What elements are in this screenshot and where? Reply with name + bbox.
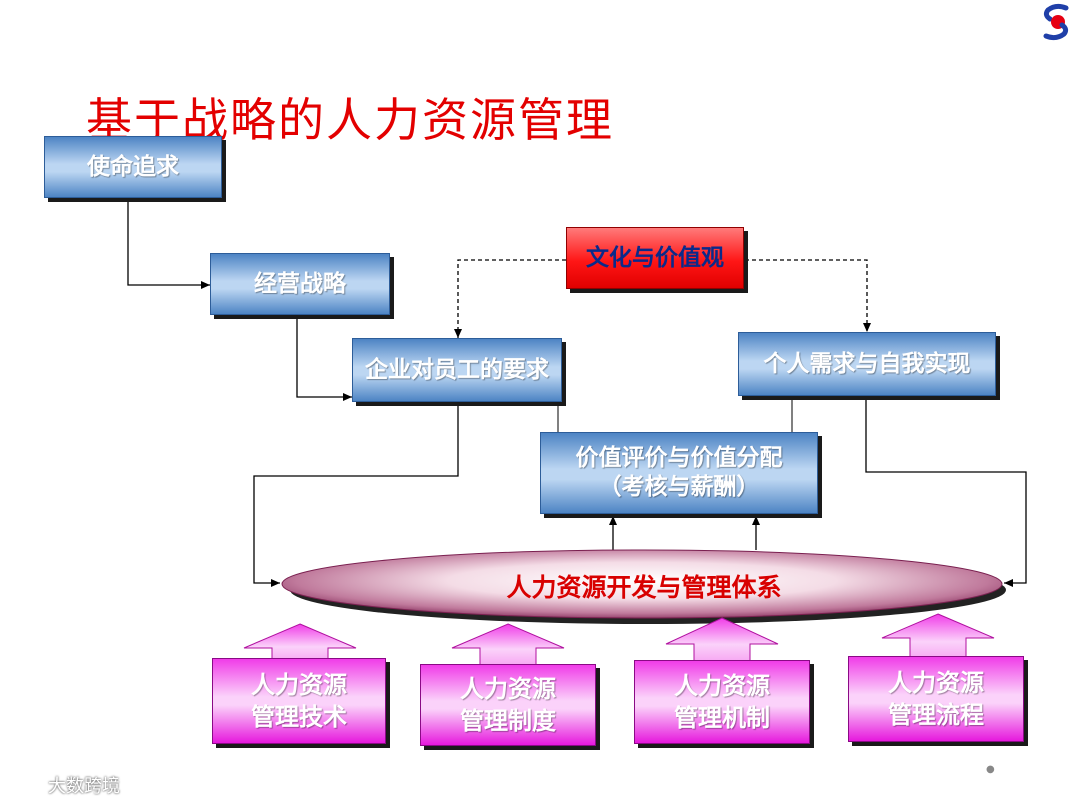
pillar-line1: 人力资源 (674, 671, 770, 700)
pillar-line2: 管理流程 (888, 701, 984, 729)
pillar-arrow-2 (451, 623, 565, 667)
pillar-line2: 管理机制 (674, 704, 770, 732)
pillar-line2: 管理制度 (460, 707, 556, 735)
personal-needs-label: 个人需求与自我实现 (763, 350, 971, 377)
value-evaluation-label: 价值评价与价值分配 (575, 445, 783, 472)
personal-needs-box: 个人需求与自我实现 (738, 332, 996, 396)
enterprise-requirement-box: 企业对员工的要求 (352, 338, 562, 402)
connector-enterprise-core (253, 404, 459, 587)
connector-culture-enterprise (454, 259, 566, 338)
pillar-arrow-4 (881, 613, 995, 661)
enterprise-requirement-label: 企业对员工的要求 (365, 356, 549, 383)
watermark: 大数跨境 (4, 772, 120, 798)
connector-personal-core (865, 397, 1027, 587)
pillar-line1: 人力资源 (460, 674, 556, 703)
watermark-text: 大数跨境 (48, 776, 120, 797)
pillar-box-technology: 人力资源 管理技术 (212, 658, 386, 744)
decorative-dot: ● (986, 764, 995, 775)
company-logo (1043, 3, 1069, 41)
watermark-logo-icon (4, 775, 44, 795)
value-evaluation-box: 价值评价与价值分配 （考核与薪酬） (540, 432, 818, 514)
pillar-arrow-3 (665, 617, 779, 663)
connector-strategy-enterprise (296, 317, 352, 401)
pillar-box-process: 人力资源 管理流程 (848, 656, 1024, 742)
pillar-box-mechanism: 人力资源 管理机制 (634, 660, 810, 744)
strategy-label: 经营战略 (254, 270, 346, 297)
pillar-line1: 人力资源 (888, 668, 984, 697)
core-system-ellipse (281, 549, 1003, 619)
culture-box: 文化与价值观 (566, 227, 744, 289)
mission-label: 使命追求 (87, 153, 179, 180)
strategy-box: 经营战略 (210, 253, 390, 315)
pillar-arrow-1 (243, 623, 357, 663)
pillar-line2: 管理技术 (251, 703, 347, 731)
core-system-label: 人力资源开发与管理体系 (506, 573, 782, 602)
pillar-box-system: 人力资源 管理制度 (420, 664, 596, 746)
connector-culture-personal (745, 259, 871, 332)
mission-box: 使命追求 (44, 136, 222, 198)
connector-mission-strategy (127, 197, 210, 289)
value-evaluation-sublabel: （考核与薪酬） (598, 474, 760, 500)
culture-label: 文化与价值观 (586, 244, 724, 271)
pillar-line1: 人力资源 (251, 670, 347, 699)
